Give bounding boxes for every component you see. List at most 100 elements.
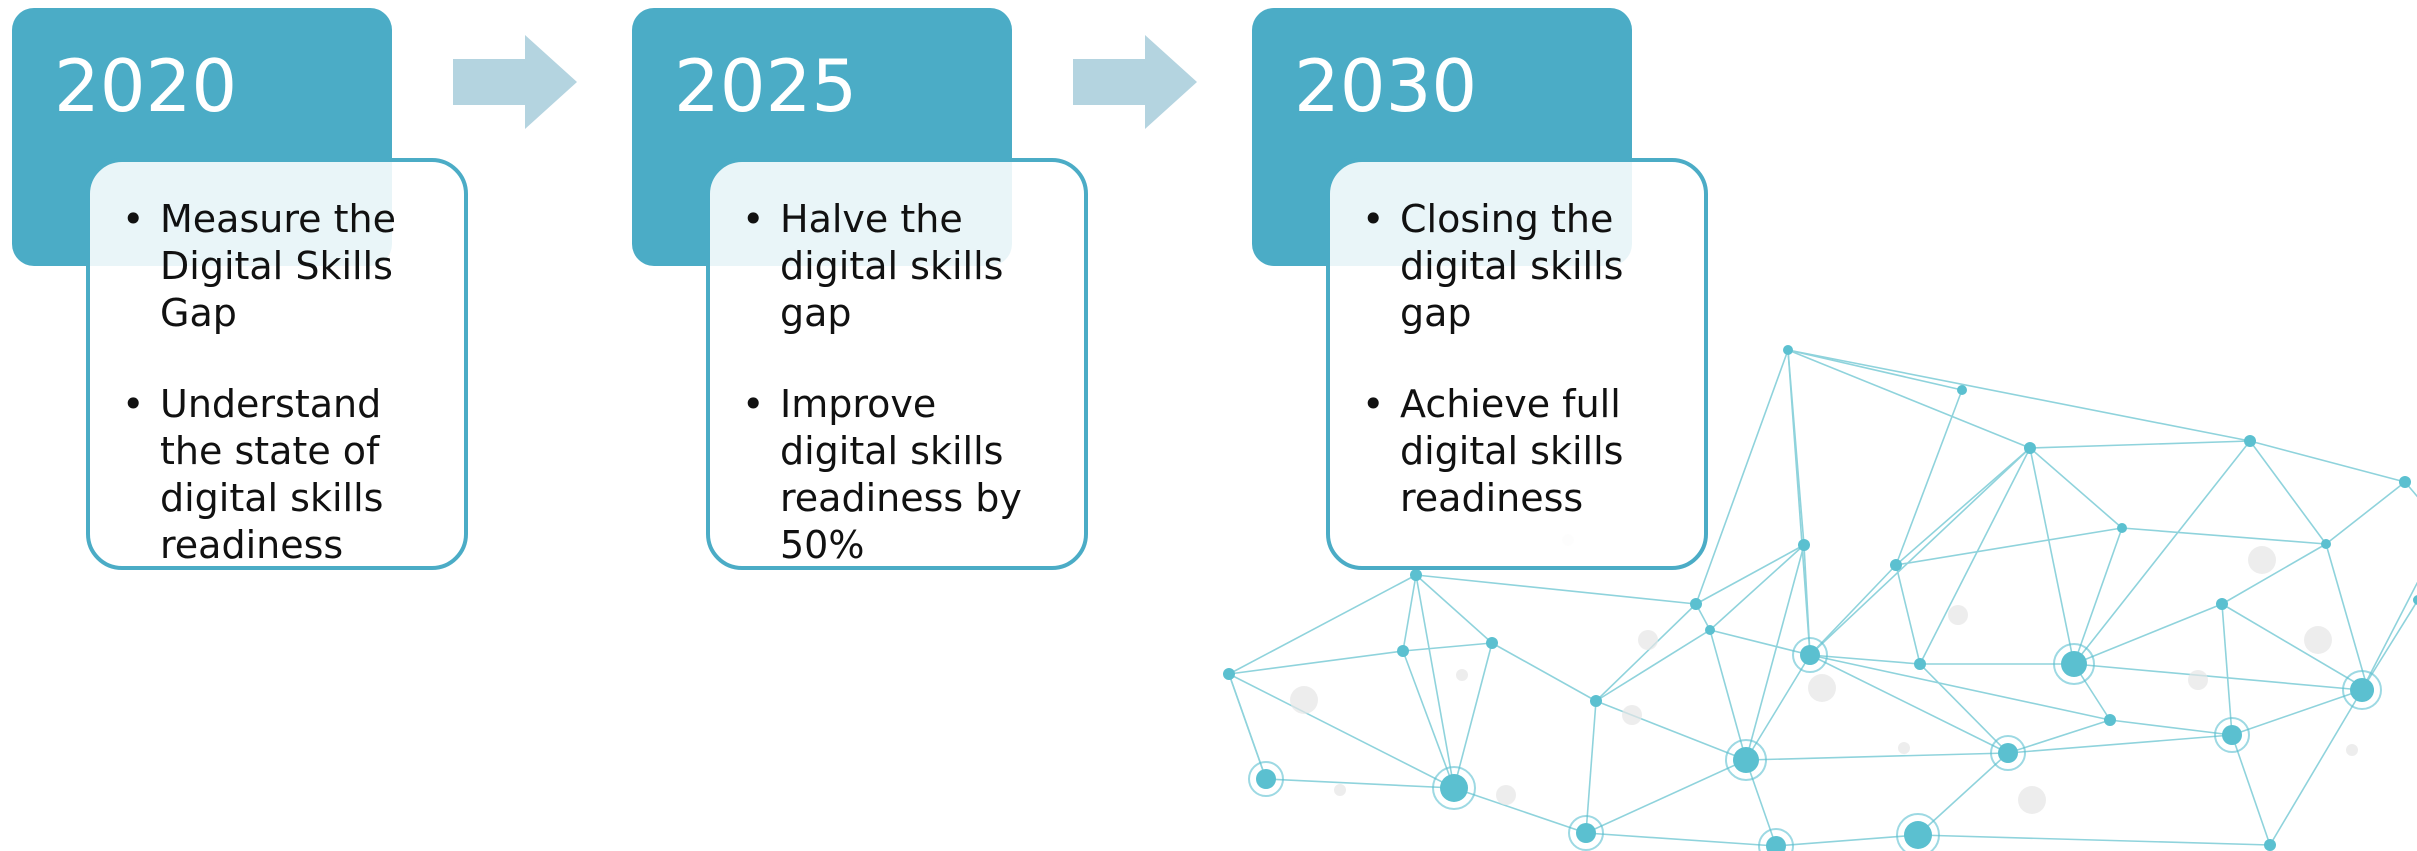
goal-item: • Improve digital skills readiness by 50… [742,381,1064,569]
network-edge [1745,759,1777,847]
network-node [2264,839,2276,851]
network-edge [2231,734,2271,846]
network-node [2061,651,2087,677]
network-edge [2109,719,2233,736]
network-edge [1895,564,1921,665]
network-edge [2325,481,2406,545]
network-edge [1228,574,1417,675]
network-edge [1453,787,1587,834]
network-edge [2361,581,2417,691]
network-edge [1595,700,1747,761]
network-faint-node [1638,630,1658,650]
network-faint-node [2018,786,2046,814]
network-edge [1809,447,2031,656]
network-edge [1415,574,1697,605]
network-edge [2221,603,2233,736]
bullet-icon: • [742,197,765,241]
network-edge [1595,629,1711,702]
network-faint-node [1496,785,1516,805]
network-edge [1453,642,1493,789]
network-faint-node [1456,669,1468,681]
network-faint-node [2304,626,2332,654]
goal-text: Measure the Digital Skills Gap [160,197,396,335]
network-node [1705,625,1715,635]
network-edge [1402,574,1417,652]
network-edge [1709,629,1747,761]
network-edge [2249,440,2327,545]
year-label: 2020 [54,44,238,128]
goal-text: Closing the digital skills gap [1400,197,1624,335]
network-edge [1787,349,2251,442]
network-node-ring [1568,815,1604,851]
network-node [2413,595,2417,605]
goal-box: • Measure the Digital Skills Gap • Under… [86,158,468,570]
network-edge [2073,440,2251,665]
network-edge [1809,654,2111,721]
network-edge [2007,734,2233,754]
network-node [1256,769,1276,789]
network-faint-node [1808,674,1836,702]
network-node [1783,345,1793,355]
network-faint-node [1622,705,1642,725]
network-node [1590,695,1602,707]
network-edge [2029,447,2075,665]
right-arrow-icon [1073,35,1197,129]
network-edge [1709,544,1805,631]
bullet-icon: • [1362,382,1385,426]
network-edge [1595,603,1697,702]
network-faint-node [1948,605,1968,625]
network-node [1223,668,1235,680]
network-node [1890,559,1902,571]
network-node [1410,569,1422,581]
network-node [1766,836,1786,851]
network-node [1800,645,1820,665]
network-node [1914,658,1926,670]
network-edge [1787,349,1963,391]
network-node [1998,743,2018,763]
network-node-ring [1432,766,1476,810]
network-node [1486,637,1498,649]
network-edge [1895,389,1963,566]
network-node [2024,442,2036,454]
network-node-ring [1248,761,1284,797]
network-edge [1787,349,2031,449]
network-faint-node [1898,742,1910,754]
network-edge [2325,543,2369,691]
network-node-ring [2214,717,2250,753]
network-edge [1919,447,2031,665]
goal-text: Halve the digital skills gap [780,197,1004,335]
network-edge [1745,544,1805,761]
network-edge [1695,544,1805,605]
network-edge [2221,603,2369,691]
goal-list: • Halve the digital skills gap • Improve… [710,162,1084,569]
network-edge [1585,832,1777,847]
network-edge [1695,349,1789,605]
goal-text: Achieve full digital skills readiness [1400,382,1624,520]
network-edge [1265,778,1455,789]
network-edge [2361,600,2417,691]
network-faint-node [1334,784,1346,796]
network-edge [2073,603,2223,665]
year-label: 2030 [1294,44,1478,128]
network-node [2104,714,2116,726]
network-edge [1585,759,1747,834]
bullet-icon: • [742,382,765,426]
network-node-ring [2342,670,2382,710]
network-edge [1415,574,1455,789]
network-edge [1745,654,1811,761]
network-node [2399,476,2411,488]
bullet-icon: • [122,197,145,241]
network-node [1733,747,1759,773]
network-node-ring [1792,637,1828,673]
goal-text: Improve digital skills readiness by 50% [780,382,1022,567]
network-node [2222,725,2242,745]
goal-list: • Closing the digital skills gap • Achie… [1330,162,1704,522]
year-label: 2025 [674,44,858,128]
network-edge [2073,527,2123,665]
network-node [1690,598,1702,610]
network-node-ring [1990,735,2026,771]
network-edge [1585,700,1597,834]
network-edge [1775,834,1919,847]
network-edge [1745,752,2009,761]
